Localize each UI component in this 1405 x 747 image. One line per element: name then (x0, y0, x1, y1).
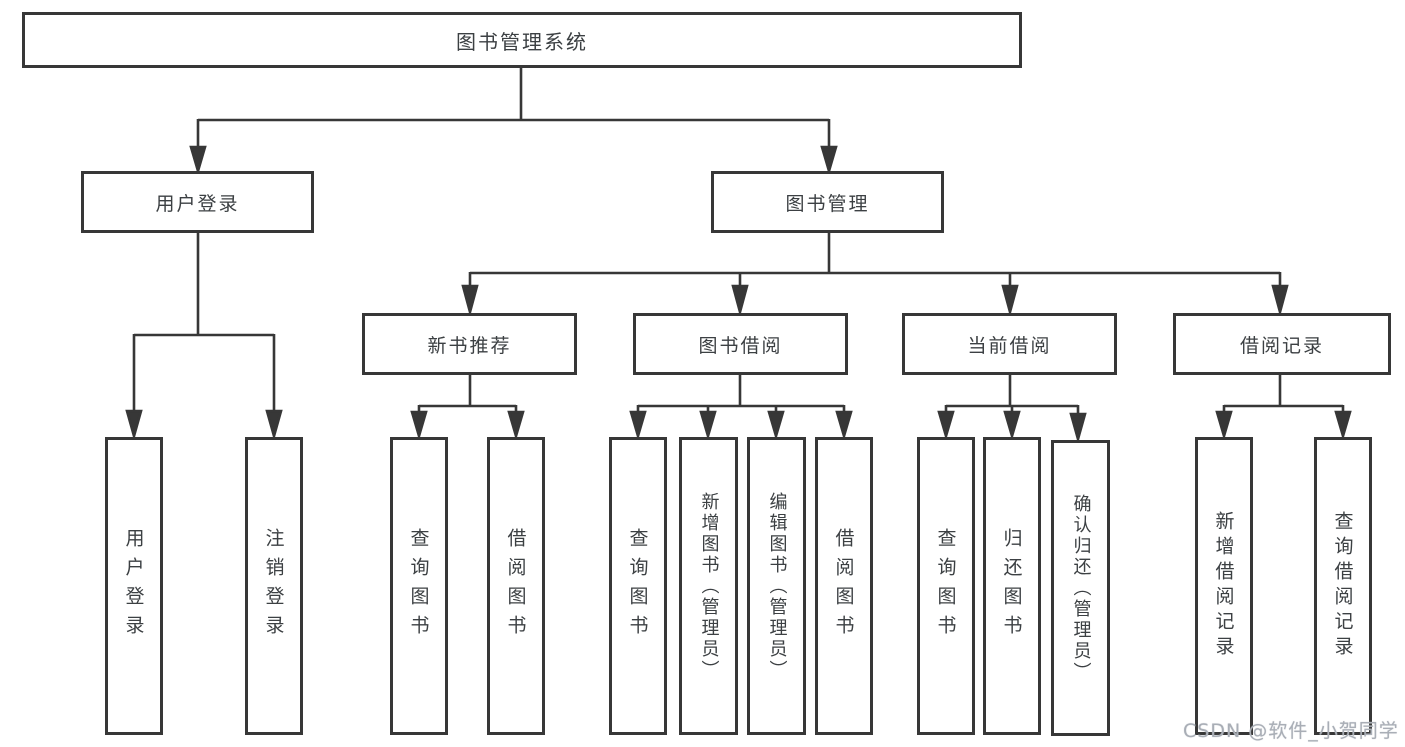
leaf-user-login: 用户登录 (105, 437, 163, 735)
leaf-current-return-books: 归还图书 (983, 437, 1041, 735)
leaf-borrow-borrow-books: 借阅图书 (815, 437, 873, 735)
branch-book-management: 图书管理 (711, 171, 944, 233)
leaf-borrow-query-books: 查询图书 (609, 437, 667, 735)
node-root: 图书管理系统 (22, 12, 1022, 68)
branch-book-borrow: 图书借阅 (633, 313, 848, 375)
branch-user-login: 用户登录 (81, 171, 314, 233)
leaf-logout: 注销登录 (245, 437, 303, 735)
leaf-current-query-books: 查询图书 (917, 437, 975, 735)
leaf-current-confirm-return-admin: 确认归还（管理员） (1051, 440, 1110, 736)
leaf-borrow-edit-books-admin: 编辑图书（管理员） (747, 437, 806, 735)
csdn-watermark: CSDN @软件_小贺同学 (1183, 720, 1399, 742)
branch-current-borrow: 当前借阅 (902, 313, 1117, 375)
leaf-records-add-borrow-record: 新增借阅记录 (1195, 437, 1253, 735)
leaf-borrow-add-books-admin: 新增图书（管理员） (679, 437, 738, 735)
leaf-newbook-query-books: 查询图书 (390, 437, 448, 735)
leaf-records-query-borrow-record: 查询借阅记录 (1314, 437, 1372, 735)
branch-borrow-records: 借阅记录 (1173, 313, 1391, 375)
leaf-newbook-borrow-books: 借阅图书 (487, 437, 545, 735)
branch-new-book-recommend: 新书推荐 (362, 313, 577, 375)
